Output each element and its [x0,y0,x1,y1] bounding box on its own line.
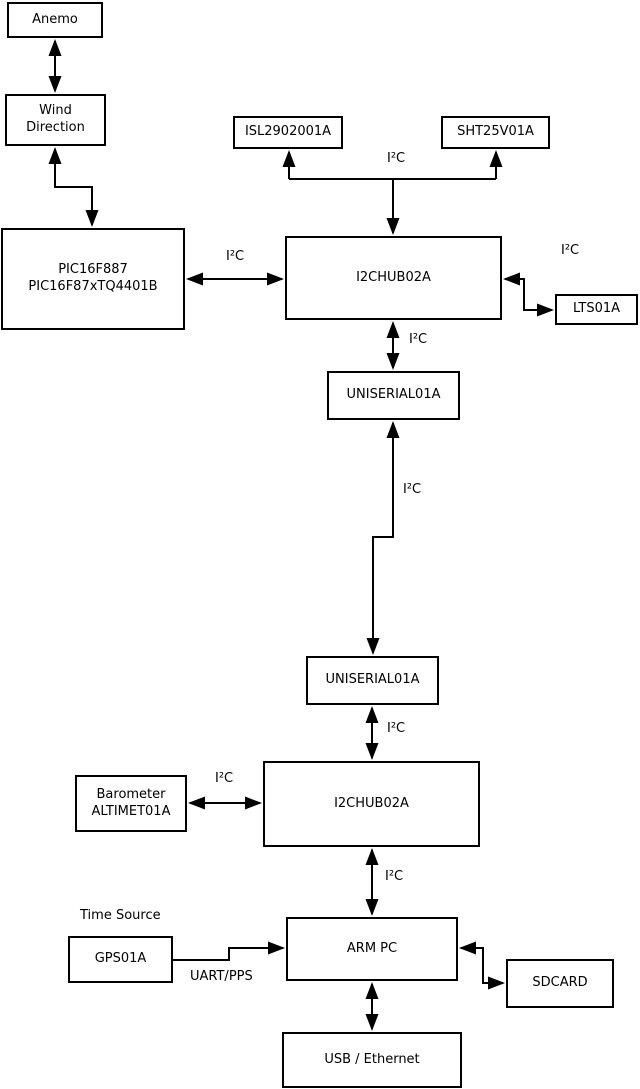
label-i2c-baro-hub2: I²C [215,771,234,786]
label-i2c-pic-hub: I²C [226,249,245,264]
wire-uni1-uni2 [366,421,400,655]
label-i2c-hub-uni: I²C [409,332,428,347]
wire-hub1-lts [503,272,554,317]
block-arm-pc: ARM PC [286,917,458,981]
block-lts01a: LTS01A [555,294,638,325]
block-wind-direction: Wind Direction [5,94,106,146]
block-sht25v01a: SHT25V01A [441,116,550,149]
wire-armpc-sdcard [459,941,505,990]
block-gps01a: GPS01A [68,936,173,983]
label-time-source: Time Source [80,908,161,923]
label-i2c-uni-hub2: I²C [387,721,406,736]
block-uniserial-lower: UNISERIAL01A [306,656,439,705]
block-isl2902001a: ISL2902001A [233,116,343,149]
label-i2c-hub2-arm: I²C [385,869,404,884]
block-usb-ethernet: USB / Ethernet [282,1032,462,1088]
wire-gps-armpc [173,941,285,961]
block-sdcard: SDCARD [506,959,614,1008]
label-uart-pps: UART/PPS [190,969,253,984]
block-i2chub-lower: I2CHUB02A [263,761,480,847]
block-barometer: Barometer ALTIMET01A [75,775,187,832]
wire-wind-pic [48,147,99,227]
block-uniserial-upper: UNISERIAL01A [327,371,460,420]
label-i2c-branch: I²C [387,151,406,166]
block-anemometer: Anemo [7,2,103,38]
block-pic-microcontroller: PIC16F887 PIC16F87xTQ4401B [1,228,185,330]
label-i2c-hub-lts: I²C [561,243,580,258]
block-i2chub-upper: I2CHUB02A [285,236,502,320]
label-i2c-long-link: I²C [403,482,422,497]
